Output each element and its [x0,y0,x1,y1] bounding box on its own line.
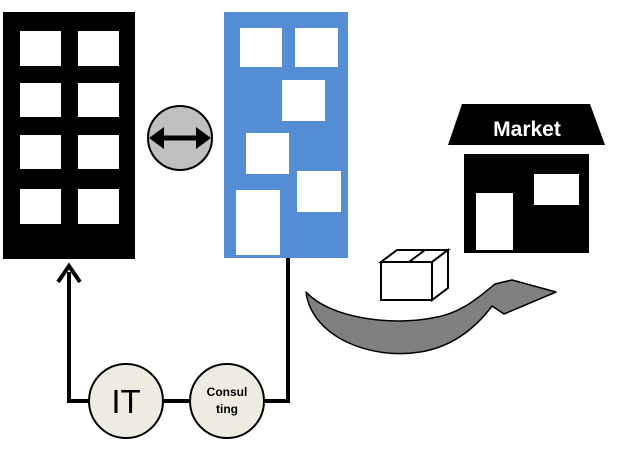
window [240,28,282,67]
window [20,31,61,66]
window [20,83,61,117]
window [20,189,61,224]
window [246,133,289,174]
window [20,135,61,169]
feedback-connector [56,258,290,403]
consulting-label-line1: Consul [207,385,248,399]
market-window [534,174,579,205]
window [297,171,341,212]
window [78,189,119,224]
window [78,31,119,66]
window [78,135,119,169]
it-node: IT [88,363,164,439]
blue-building-windows [236,28,341,255]
curved-arrow-icon [305,279,557,355]
consulting-label-line2: ting [216,402,238,416]
market-door [476,193,513,250]
window [236,190,280,255]
black-building-windows [20,31,119,224]
window [295,28,338,67]
package-box-icon [378,248,451,302]
exchange-arrows-icon [147,105,213,171]
window [282,80,325,121]
consulting-node: Consul ting [189,363,265,439]
it-label: IT [111,383,140,420]
black-building [3,12,135,259]
market-store-icon: Market [448,104,605,253]
market-label: Market [493,118,561,141]
blue-building [224,12,348,258]
window [78,83,119,117]
